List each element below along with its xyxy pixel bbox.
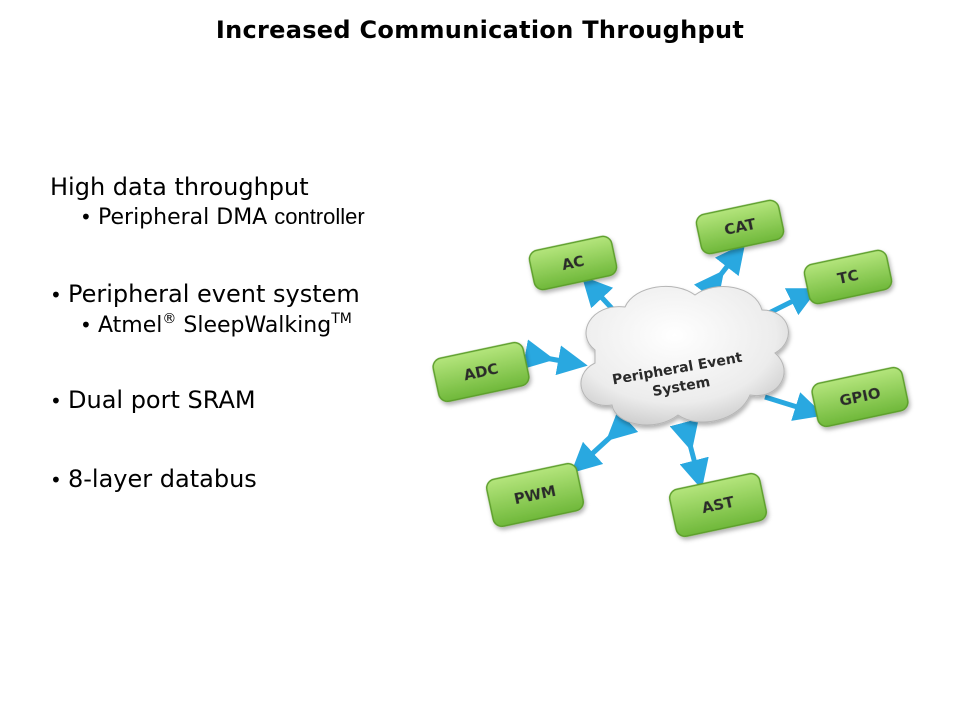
bullet-text: Dual port SRAM — [68, 386, 256, 414]
box-pwm: PWM — [485, 462, 585, 528]
bullet-text: Atmel — [98, 313, 163, 338]
arrow-gpio — [764, 392, 825, 421]
bullet-text: SleepWalking — [176, 313, 332, 338]
bullet-dot: • — [50, 468, 62, 492]
bullet-text-small: controller — [274, 204, 365, 229]
box-tc-label: TC — [836, 266, 861, 288]
box-gpio: GPIO — [811, 366, 909, 428]
bullet-dual-port-sram: •Dual port SRAM — [50, 385, 450, 416]
bullet-sleepwalking: •Atmel® SleepWalkingTM — [80, 310, 450, 341]
slide-title: Increased Communication Throughput — [215, 16, 745, 44]
arrow-adc — [522, 339, 588, 376]
box-ac: AC — [528, 235, 618, 291]
box-adc: ADC — [432, 341, 530, 403]
box-ac-label: AC — [560, 252, 586, 274]
bullet-high-data-throughput: High data throughput — [50, 172, 450, 202]
bullet-text: Peripheral event system — [68, 280, 360, 308]
cloud — [580, 285, 789, 426]
bullet-peripheral-event-system: •Peripheral event system — [50, 279, 450, 310]
box-ast: AST — [668, 472, 768, 538]
box-cat: CAT — [695, 199, 785, 255]
bullet-text: High data throughput — [50, 173, 309, 201]
bullet-list: High data throughput •Peripheral DMA con… — [50, 172, 450, 495]
bullet-8-layer-databus: •8-layer databus — [50, 464, 450, 495]
bullet-dot: • — [50, 283, 62, 307]
arrow-ast — [669, 418, 709, 490]
arrow-pwm — [570, 409, 639, 474]
bullet-peripheral-dma: •Peripheral DMA controller — [80, 202, 450, 233]
registered-mark: ® — [162, 311, 177, 327]
bullet-dot: • — [80, 313, 92, 337]
arrow-cat — [693, 243, 746, 304]
bullet-dot: • — [50, 389, 62, 413]
bullet-dot: • — [80, 205, 92, 229]
trademark: TM — [331, 311, 352, 327]
bullet-text: Peripheral DMA — [98, 205, 275, 230]
peripheral-event-diagram: Peripheral Event System AC CAT TC ADC GP… — [432, 199, 909, 538]
bullet-text: 8-layer databus — [68, 465, 257, 493]
box-tc: TC — [803, 249, 893, 305]
